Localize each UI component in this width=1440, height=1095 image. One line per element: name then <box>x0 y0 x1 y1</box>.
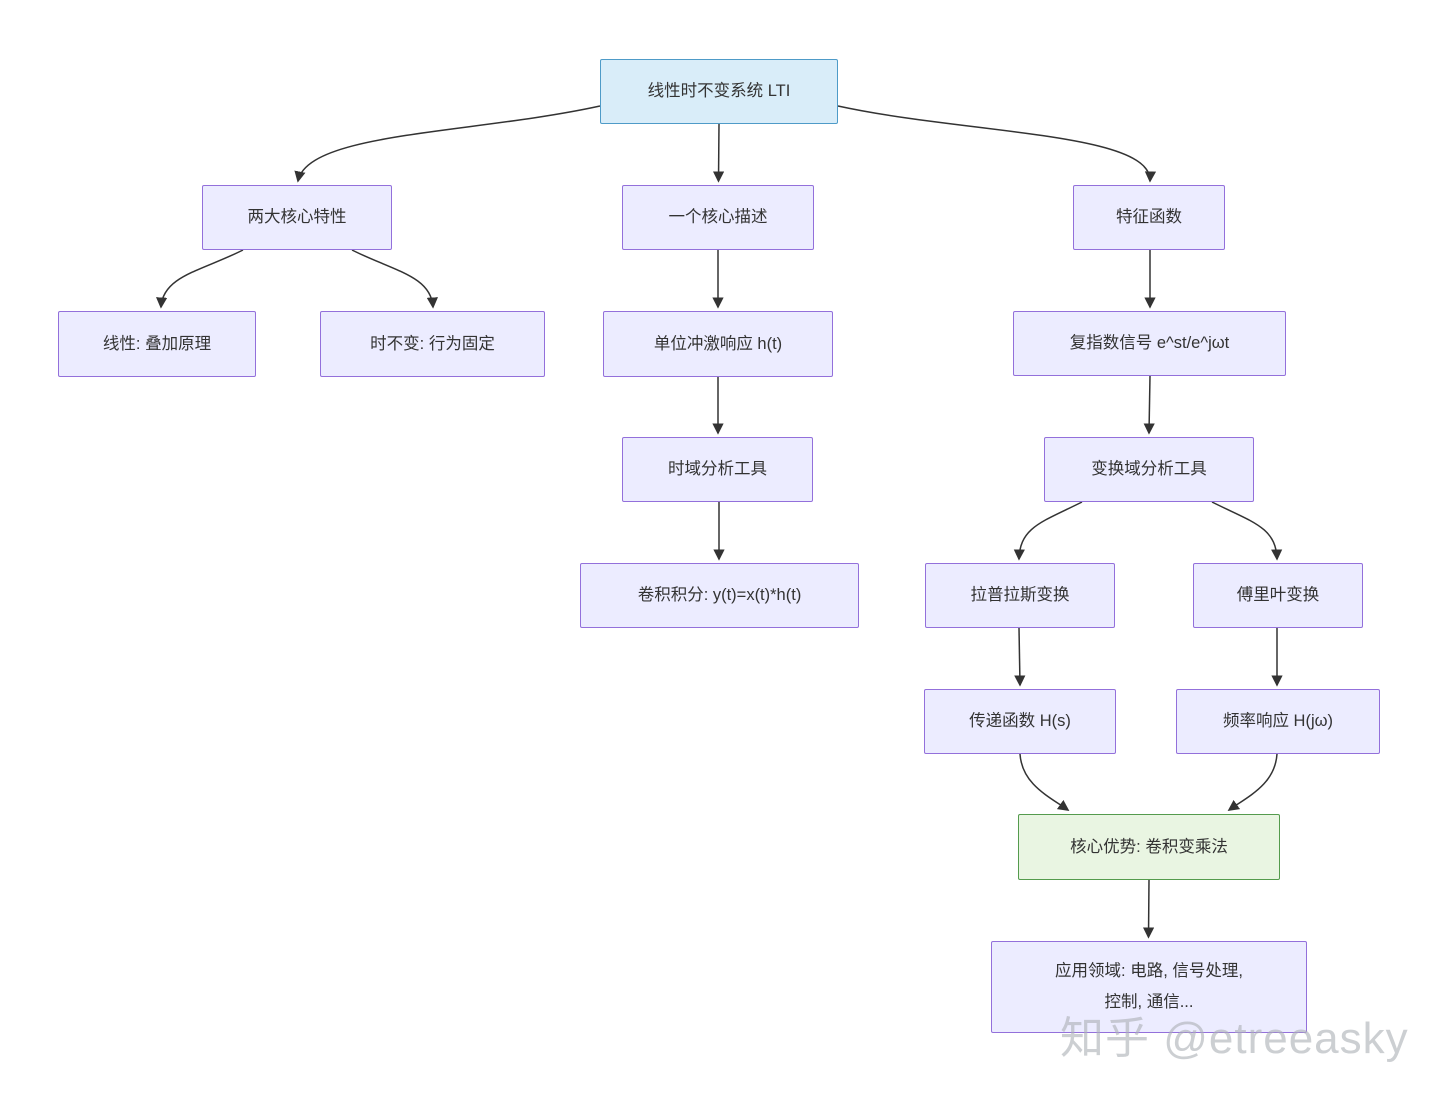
edge-complex-exp-transform <box>1143 375 1155 435</box>
node-label: 傅里叶变换 <box>1236 586 1320 605</box>
edge-freq-response-advantage <box>1227 753 1278 811</box>
node-label: 传递函数 H(s) <box>969 712 1071 731</box>
node-impulse-response: 单位冲激响应 h(t) <box>603 311 833 377</box>
edge-lti-features <box>294 105 601 183</box>
node-lti: 线性时不变系统 LTI <box>600 59 838 124</box>
node-label: 频率响应 H(jω) <box>1222 712 1334 731</box>
node-label: 时域分析工具 <box>668 460 767 479</box>
edge-transform-laplace <box>1013 501 1083 561</box>
edge-transfer-advantage <box>1019 753 1070 811</box>
node-convolution: 卷积积分: y(t)=x(t)*h(t) <box>580 563 859 628</box>
node-label: 拉普拉斯变换 <box>970 586 1070 605</box>
node-applications: 应用领域: 电路, 信号处理, 控制, 通信... <box>991 941 1307 1033</box>
node-time-invariance: 时不变: 行为固定 <box>320 311 545 377</box>
node-label: 单位冲激响应 h(t) <box>653 334 783 353</box>
edge-lti-eigenfunction <box>837 105 1156 183</box>
node-label: 核心优势: 卷积变乘法 <box>1070 837 1228 856</box>
node-label: 两大核心特性 <box>247 208 347 227</box>
node-label-line2: 控制, 通信... <box>1104 993 1194 1011</box>
node-laplace: 拉普拉斯变换 <box>925 563 1115 628</box>
node-label-line1: 应用领域: 电路, 信号处理, <box>1055 962 1243 981</box>
node-label: 时不变: 行为固定 <box>370 334 495 353</box>
edge-laplace-transfer <box>1014 627 1026 687</box>
node-transfer-func: 传递函数 H(s) <box>924 689 1116 754</box>
node-complex-exp: 复指数信号 e^st/e^jωt <box>1013 311 1286 376</box>
node-label: 复指数信号 e^st/e^jωt <box>1069 334 1230 353</box>
edge-features-linearity <box>156 249 244 309</box>
edge-features-time-invariance <box>351 249 438 309</box>
edge-advantage-applications <box>1142 879 1155 939</box>
node-transform-tool: 变换域分析工具 <box>1044 437 1254 502</box>
node-linearity: 线性: 叠加原理 <box>58 311 256 377</box>
edge-lti-description <box>712 123 725 183</box>
node-fourier: 傅里叶变换 <box>1193 563 1363 628</box>
node-label: 线性时不变系统 LTI <box>647 82 791 101</box>
edge-transform-fourier <box>1211 501 1283 561</box>
node-label: 卷积积分: y(t)=x(t)*h(t) <box>637 586 802 605</box>
node-description: 一个核心描述 <box>622 185 814 250</box>
node-label: 一个核心描述 <box>668 208 768 227</box>
node-freq-response: 频率响应 H(jω) <box>1176 689 1380 754</box>
node-label: 特征函数 <box>1116 208 1182 227</box>
node-advantage: 核心优势: 卷积变乘法 <box>1018 814 1280 880</box>
watermark: 知乎 @etreeasky <box>1060 1014 1409 1063</box>
node-eigenfunction: 特征函数 <box>1073 185 1225 250</box>
node-label: 变换域分析工具 <box>1091 460 1207 479</box>
node-time-domain-tool: 时域分析工具 <box>622 437 813 502</box>
node-label: 线性: 叠加原理 <box>102 334 212 353</box>
node-features: 两大核心特性 <box>202 185 392 250</box>
